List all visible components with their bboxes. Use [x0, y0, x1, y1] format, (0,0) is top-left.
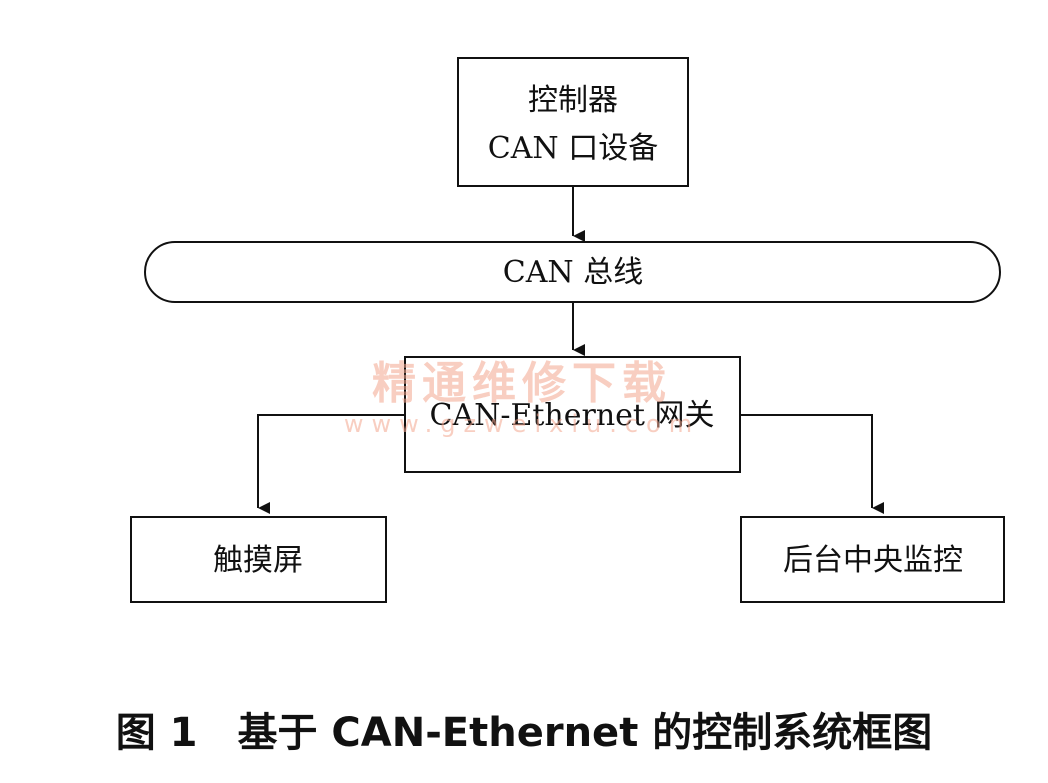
system-block-diagram: 控制器 CAN 口设备 CAN 总线 CAN-Ethernet 网关 精通维修下… — [130, 57, 1005, 603]
touchscreen-box — [130, 516, 387, 603]
can-bus-node: CAN 总线 — [144, 241, 1001, 303]
figure-caption: 图 1 基于 CAN-Ethernet 的控制系统框图 — [115, 710, 933, 756]
arrow-gateway-to-monitor — [740, 414, 884, 514]
arrow-gateway-to-touchscreen — [257, 414, 405, 514]
watermark: 精通维修下载 www.gzweixiu.com — [344, 358, 692, 438]
touchscreen-node: 触摸屏 — [130, 516, 387, 603]
watermark-main-text: 精通维修下载 — [372, 358, 672, 409]
can-bus-label: CAN 总线 — [503, 255, 643, 290]
gateway-box — [404, 356, 741, 473]
controller-label-line1: 控制器 — [528, 83, 618, 118]
controller-box — [457, 57, 689, 187]
monitor-label: 后台中央监控 — [783, 543, 963, 578]
touchscreen-label: 触摸屏 — [213, 543, 303, 578]
monitor-node: 后台中央监控 — [740, 516, 1005, 603]
monitor-box — [740, 516, 1005, 603]
gateway-node: CAN-Ethernet 网关 — [404, 356, 741, 473]
controller-node: 控制器 CAN 口设备 — [457, 57, 689, 187]
controller-label-line2: CAN 口设备 — [488, 131, 658, 166]
gateway-label: CAN-Ethernet 网关 — [429, 398, 714, 433]
